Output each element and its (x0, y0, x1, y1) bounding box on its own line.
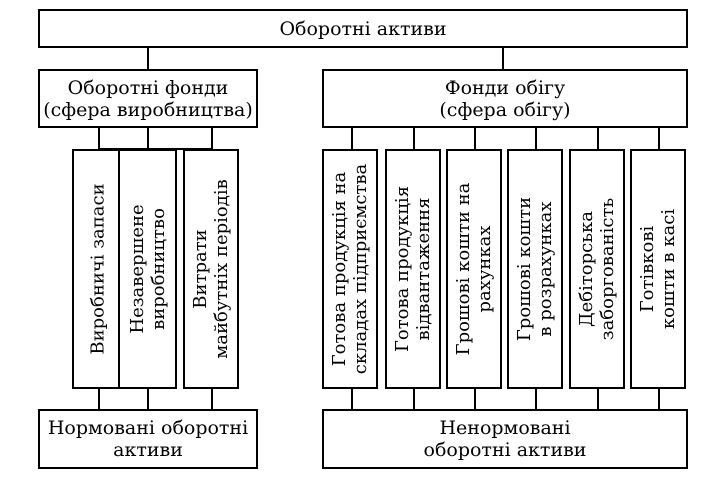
left-item-text: Незавершене виробництво (127, 204, 169, 333)
connector-right-item4-bottom (535, 388, 537, 410)
right-item-line2: складах підприємства (350, 163, 371, 375)
right-bottom-line1: Ненормовані (439, 417, 571, 439)
left-bottom-line2: активи (113, 439, 183, 461)
root-label: Оборотні активи (279, 17, 447, 40)
connector-right-item4-top (535, 127, 537, 150)
connector-root-left (147, 47, 149, 69)
right-item-text: Готова продукція на складах підприємства (329, 164, 371, 375)
right-group-label-line1: Фонди обігу (444, 76, 566, 99)
right-item-line2: рахунках (474, 225, 495, 313)
connector-left-top-bus (98, 148, 212, 150)
right-item-box: Грошові кошти в розрахунках (507, 149, 563, 389)
left-bottom-box: Нормовані оборотні активи (38, 409, 258, 469)
left-item-box: Незавершене виробництво (118, 149, 177, 389)
right-item-box: Грошові кошти на рахунках (446, 149, 502, 389)
right-item-text: Готівкові кошти в касі (637, 209, 679, 329)
connector-right-item3-top (474, 127, 476, 150)
right-item-line2: в розрахунках (535, 201, 556, 337)
connector-left-item1-top (98, 127, 100, 150)
right-group-label-line2: (сфера обігу) (439, 98, 571, 121)
connector-right-item6-bottom (658, 388, 660, 410)
right-item-line2: заборгованість (597, 197, 618, 341)
right-item-line2: відвантаження (413, 197, 434, 341)
right-bottom-line2: оборотні активи (423, 439, 587, 461)
connector-right-item1-bottom (351, 388, 353, 410)
left-item-box: Витрати майбутніх періодів (183, 149, 239, 389)
left-item-line1: Виробничі запаси (87, 183, 108, 355)
left-bottom-line1: Нормовані оборотні (47, 417, 249, 439)
right-item-text: Грошові кошти в розрахунках (514, 197, 556, 341)
connector-left-item3-bottom (211, 388, 213, 410)
right-group-box: Фонди обігу (сфера обігу) (322, 69, 688, 128)
right-item-line1: Грошові кошти (514, 196, 535, 342)
left-group-box: Оборотні фонди (сфера виробництва) (38, 69, 258, 128)
right-item-box: Готова продукція відвантаження (385, 149, 441, 389)
left-group-label-line2: (сфера виробництва) (43, 98, 253, 121)
connector-left-item2-top (147, 127, 149, 150)
right-item-text: Дебіторська заборгованість (576, 198, 618, 340)
left-item-line1: Витрати (190, 229, 211, 309)
connector-right-item2-bottom (413, 388, 415, 410)
right-item-line2: кошти в касі (658, 208, 679, 330)
left-item-line2: майбутніх періодів (211, 179, 232, 359)
connector-right-item6-top (658, 127, 660, 150)
left-item-line1: Незавершене (126, 204, 148, 334)
right-bottom-box: Ненормовані оборотні активи (322, 409, 688, 469)
connector-right-item5-top (597, 127, 599, 150)
left-item-box: Виробничі запаси (72, 149, 123, 389)
left-item-line2: виробництво (147, 208, 169, 330)
right-item-box: Готова продукція на складах підприємства (322, 149, 378, 389)
right-item-line1: Грошові кошти на (453, 182, 474, 356)
right-item-line1: Готова продукція (392, 185, 413, 353)
root-box: Оборотні активи (38, 9, 688, 48)
right-item-text: Готова продукція відвантаження (392, 186, 434, 352)
connector-right-item1-top (351, 127, 353, 150)
connector-right-item2-top (413, 127, 415, 150)
connector-left-item3-top (211, 127, 213, 150)
right-item-line1: Готова продукція на (329, 171, 350, 367)
right-item-line1: Готівкові (637, 225, 658, 313)
left-item-text: Витрати майбутніх періодів (190, 179, 232, 358)
left-item-text: Виробничі запаси (87, 183, 108, 354)
right-item-box: Готівкові кошти в касі (630, 149, 686, 389)
right-item-line1: Дебіторська (576, 210, 597, 328)
connector-root-right (502, 47, 504, 69)
right-item-box: Дебіторська заборгованість (569, 149, 625, 389)
connector-left-item1-bottom (98, 388, 100, 410)
left-group-label-line1: Оборотні фонди (67, 76, 229, 99)
right-item-text: Грошові кошти на рахунках (453, 183, 495, 356)
connector-left-item2-bottom (147, 388, 149, 410)
connector-right-item3-bottom (474, 388, 476, 410)
connector-right-item5-bottom (597, 388, 599, 410)
